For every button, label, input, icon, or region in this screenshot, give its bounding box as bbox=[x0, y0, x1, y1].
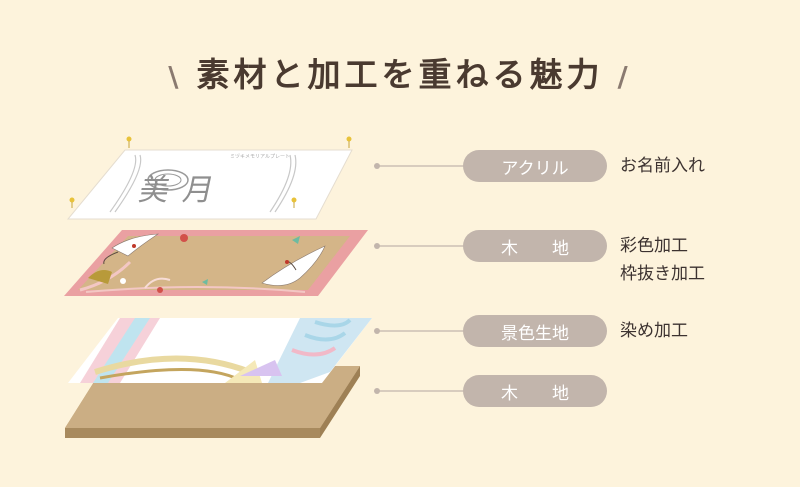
layer-label-wood-base: 木 地 bbox=[463, 375, 607, 407]
page-title: \ 素材と加工を重ねる魅力 / bbox=[0, 48, 800, 96]
desc-line: 染め加工 bbox=[620, 321, 688, 341]
layer-acrylic: ミヅキメモリアルプレート 美月 bbox=[66, 136, 353, 220]
desc-line: 枠抜き加工 bbox=[620, 264, 705, 284]
title-deco-left: \ bbox=[168, 60, 183, 93]
title-deco-right: / bbox=[617, 60, 632, 93]
layer-landscape-fabric bbox=[68, 318, 372, 383]
leader-dot-4 bbox=[374, 388, 380, 394]
leader-dot-3 bbox=[374, 328, 380, 334]
layer-desc-acrylic: お名前入れ bbox=[620, 152, 705, 180]
desc-line: 彩色加工 bbox=[620, 236, 688, 256]
leader-dot-2 bbox=[374, 243, 380, 249]
layer-desc-landscape-fabric: 染め加工 bbox=[620, 317, 688, 345]
layer-desc-painted-wood: 彩色加工 枠抜き加工 bbox=[620, 232, 705, 288]
layer-label-acrylic: アクリル bbox=[463, 150, 607, 182]
desc-line: お名前入れ bbox=[620, 156, 705, 176]
layer-label-painted-wood: 木 地 bbox=[463, 230, 607, 262]
plate-name-text: 美月 bbox=[136, 173, 231, 208]
leader-lines bbox=[374, 163, 465, 394]
layer-painted-wood bbox=[64, 230, 368, 296]
leader-dot-1 bbox=[374, 163, 380, 169]
title-text: 素材と加工を重ねる魅力 bbox=[196, 55, 604, 94]
layer-label-landscape-fabric: 景色生地 bbox=[463, 315, 607, 347]
plate-small-text: ミヅキメモリアルプレート bbox=[230, 154, 290, 160]
